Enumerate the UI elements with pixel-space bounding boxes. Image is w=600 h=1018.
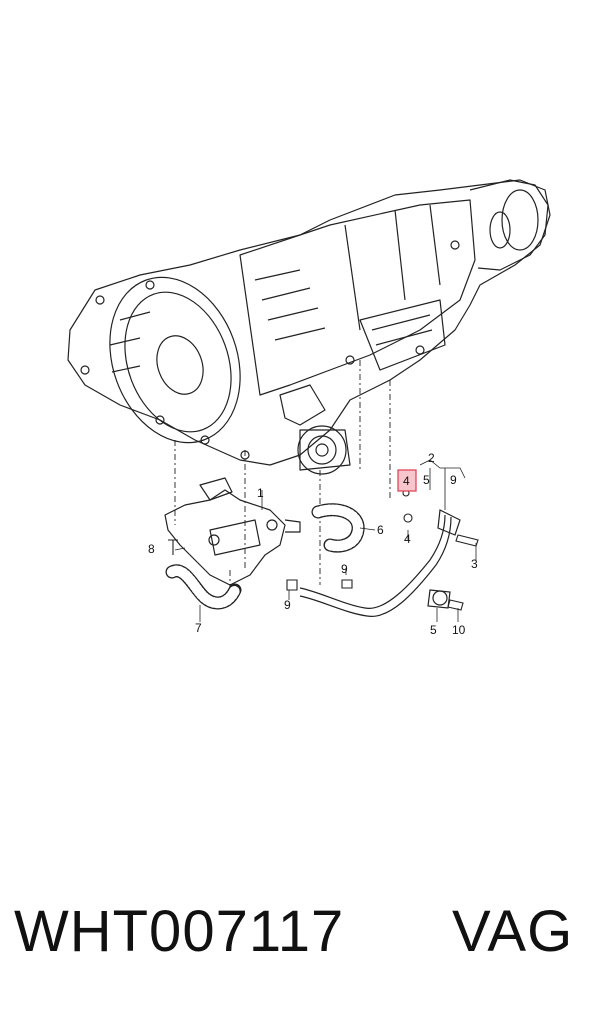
callout-7: 7 xyxy=(195,621,202,635)
callout-8: 8 xyxy=(148,542,155,556)
footer: WHT007117 VAG xyxy=(0,880,600,990)
brand-label: VAG xyxy=(452,899,574,964)
highlighted-callout-box xyxy=(397,469,417,492)
assembly-guide-lines xyxy=(174,360,391,590)
callout-3: 3 xyxy=(471,557,478,571)
leader-lines xyxy=(174,459,477,622)
callout-9-right: 9 xyxy=(450,473,457,487)
part-1-cooler-bracket xyxy=(164,477,301,586)
callout-2: 2 xyxy=(428,451,435,465)
part-7-hose xyxy=(165,564,242,610)
callout-5-lower: 5 xyxy=(430,623,437,637)
callout-10: 10 xyxy=(452,623,466,637)
callout-6: 6 xyxy=(377,523,384,537)
coolant-pipe xyxy=(299,509,461,617)
callout-1: 1 xyxy=(257,486,264,500)
part-number: WHT007117 xyxy=(14,899,345,964)
transmission-assembly xyxy=(67,179,551,475)
callout-4-highlighted: 4 xyxy=(403,474,410,488)
callout-5-upper: 5 xyxy=(423,473,430,487)
exploded-parts-diagram: 1 2 3 4 4 5 5 6 7 8 9 9 9 10 xyxy=(67,179,551,637)
part-6-hose xyxy=(311,503,365,553)
callout-4: 4 xyxy=(404,532,411,546)
callout-9-left: 9 xyxy=(284,598,291,612)
callout-9-middle: 9 xyxy=(341,562,348,576)
